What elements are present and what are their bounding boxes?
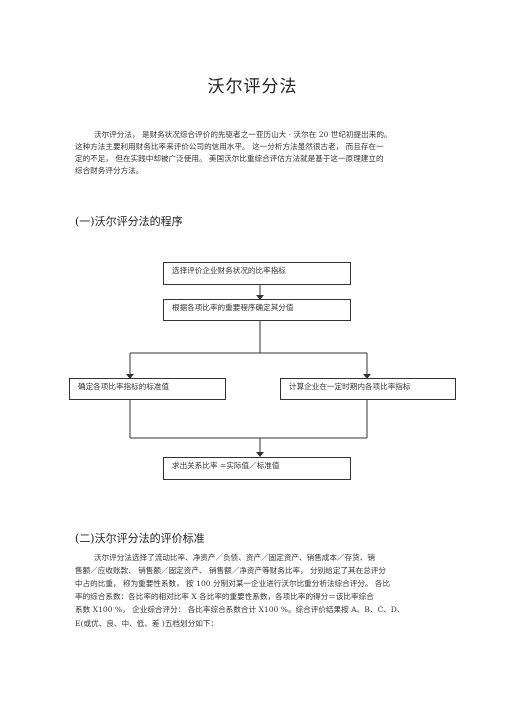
flow-step-standard-values: 确定各项比率指标的标准值 [69,378,226,400]
arrowhead-1-2 [256,295,264,300]
intro-line: 定的不足， 但在实践中却被广泛使用。 美国沃尔比重综合评估方法就是基于这一原理建… [75,154,384,163]
criteria-line: 沃尔评分法选择了流动比率、净资产／负债、资产／固定资产、销售成本／存货、销 [94,553,375,562]
criteria-line: E(或优、良、中、低、差 )五档划分如下： [75,619,218,628]
criteria-line: 率的综合系数：各比率的相对比率 X 各比率的重要性系数，各项比率的得分＝该比率综… [75,592,374,601]
flow-step-assign-weights: 根据各项比率的重要程序确定其分值 [163,299,351,321]
arrowhead-left [126,374,134,379]
flow-step-select-indicators: 选择评价企业财务状况的比率指标 [163,262,351,285]
section-heading-procedure: (一)沃尔评分法的程序 [75,215,183,228]
intro-line: 沃尔评分法， 是财务状况综合评价的先驱者之一亚历山大 · 沃尔在 20 世纪初提… [94,130,392,139]
arrowhead-result [256,452,264,457]
intro-line: 综合财务评分方法。 [75,166,144,175]
criteria-line: 系数 X100 %， 企业综合评分： 各比率综合系数合计 X100 %。综合评价… [75,605,405,614]
criteria-line: 中占的比重， 称为重要性系数， 按 100 分制对某一企业进行沃尔比重分析法综合… [75,579,391,588]
section-heading-criteria: (二)沃尔评分法的评价标准 [75,532,205,545]
arrowhead-right [363,374,371,379]
criteria-line: 售额／应收账款、 销售额／固定资产、 销售额／净资产等财务比率， 分别给定了其在… [75,566,386,575]
flow-step-relative-ratio: 求出关系比率 =实际值／标准值 [163,457,351,480]
flow-step-actual-values: 计算企业在一定时期内各项比率指标 [280,378,456,400]
intro-line: 这种方法主要利用财务比率来评价公司的信用水平。 这一分析方法虽然很古老， 而且存… [75,142,384,151]
page-title: 沃尔评分法 [207,77,298,97]
